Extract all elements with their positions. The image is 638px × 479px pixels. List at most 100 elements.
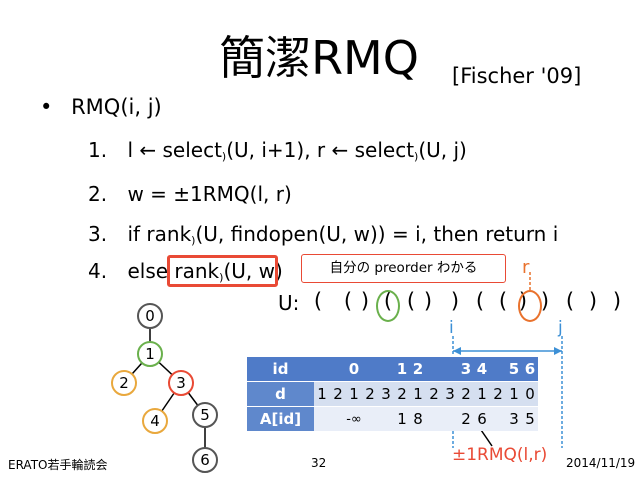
table-cell xyxy=(362,406,378,431)
row-header: id xyxy=(247,356,314,382)
paren-char: ( xyxy=(475,289,485,313)
paren-char: ) xyxy=(423,289,433,313)
table-cell: 3 xyxy=(506,406,522,431)
table-cell: 8 xyxy=(410,406,426,431)
table-cell: 2 xyxy=(362,381,378,407)
table-cell: 1 xyxy=(394,406,410,431)
rmq-annotation: ±1RMQ(l,r) xyxy=(452,445,548,465)
step-text: (U, i+1), r ← select xyxy=(226,138,415,162)
table-cell: 2 xyxy=(458,381,474,407)
table-cell: 1 xyxy=(474,381,490,407)
paren-highlight-green xyxy=(376,290,400,322)
table-cell: 2 xyxy=(394,381,410,407)
table-cell: 2 xyxy=(426,381,442,407)
step-4: 4. else rank)(U, w) xyxy=(88,259,283,284)
table-cell xyxy=(490,406,506,431)
step-text: l ← select xyxy=(127,138,222,162)
table-cell: -∞ xyxy=(346,406,362,431)
table-cell xyxy=(330,406,346,431)
paren-char: ( xyxy=(498,289,508,313)
paren-char: ) xyxy=(588,289,598,313)
tree-node: 4 xyxy=(142,408,168,434)
paren-char: ) xyxy=(360,289,370,313)
paren-highlight-orange xyxy=(518,290,542,322)
step-sub: ) xyxy=(219,271,224,284)
table-cell: 4 xyxy=(474,356,490,382)
r-label: r xyxy=(522,257,530,278)
table-cell xyxy=(490,356,506,382)
tree-node: 3 xyxy=(168,370,194,396)
step-sub: ) xyxy=(414,150,419,163)
step-text: else xyxy=(127,259,175,283)
table-cell: 0 xyxy=(346,356,362,382)
paren-char: ) xyxy=(450,289,460,313)
table-cell: 0 xyxy=(522,381,538,407)
bullet-text: RMQ(i, j) xyxy=(71,95,162,119)
table-cell: 1 xyxy=(410,381,426,407)
citation: [Fischer '09] xyxy=(452,64,582,88)
rank-highlight-box xyxy=(167,255,278,287)
tree-node: 5 xyxy=(192,402,218,428)
tree-node: 6 xyxy=(192,447,218,473)
table-cell: 5 xyxy=(506,356,522,382)
step-text: (U, w) xyxy=(223,259,283,283)
bullet-item: • RMQ(i, j) xyxy=(40,95,162,119)
step-text: rank xyxy=(174,259,220,283)
table-cell xyxy=(330,356,346,382)
table-cell: 1 xyxy=(346,381,362,407)
tree-node: 1 xyxy=(137,341,163,367)
table-cell: 6 xyxy=(522,356,538,382)
step-text: (U, j) xyxy=(418,138,467,162)
step-text: (U, findopen(U, w)) = i, then return i xyxy=(195,222,559,246)
step-number: 4. xyxy=(88,259,108,283)
table-cell xyxy=(442,356,458,382)
table-cell: 1 xyxy=(394,356,410,382)
table-cell xyxy=(314,356,330,382)
paren-char: ( xyxy=(565,289,575,313)
table-cell: 2 xyxy=(458,406,474,431)
i-label: i xyxy=(449,318,454,338)
paren-char: ( xyxy=(343,289,353,313)
slide-title: 簡潔RMQ xyxy=(219,31,419,85)
row-header: A[id] xyxy=(247,406,314,431)
page-number: 32 xyxy=(311,456,327,470)
table-cell xyxy=(442,406,458,431)
table-cell: 2 xyxy=(490,381,506,407)
bullet-dot: • xyxy=(40,95,53,119)
footer-left: ERATO若手輪読会 xyxy=(8,458,108,472)
table-cell: 3 xyxy=(458,356,474,382)
paren-char: ) xyxy=(540,289,550,313)
table-cell: 3 xyxy=(442,381,458,407)
table-cell: 3 xyxy=(378,381,394,407)
paren-char: ) xyxy=(612,289,622,313)
table-cell xyxy=(314,406,330,431)
step-number: 1. xyxy=(88,138,108,162)
step-1: 1. l ← select)(U, i+1), r ← select)(U, j… xyxy=(88,138,467,163)
step-text: w = ±1RMQ(l, r) xyxy=(127,182,292,206)
step-number: 3. xyxy=(88,222,108,246)
table-cell xyxy=(378,406,394,431)
table-cell xyxy=(426,356,442,382)
table-cell: 2 xyxy=(410,356,426,382)
table-cell: 1 xyxy=(506,381,522,407)
step-3: 3. if rank)(U, findopen(U, w)) = i, then… xyxy=(88,222,558,247)
table-cell xyxy=(362,356,378,382)
footer-date: 2014/11/19 xyxy=(566,456,636,470)
table-cell: 6 xyxy=(474,406,490,431)
paren-char: ( xyxy=(313,289,323,313)
table-cell: 5 xyxy=(522,406,538,431)
tree-node: 2 xyxy=(111,370,137,396)
tree-node: 0 xyxy=(137,303,163,329)
paren-char: ( xyxy=(406,289,416,313)
row-header: d xyxy=(247,381,314,407)
step-sub: ) xyxy=(221,150,227,163)
step-sub: ) xyxy=(191,234,196,247)
step-2: 2. w = ±1RMQ(l, r) xyxy=(88,182,292,206)
table-cell: 2 xyxy=(330,381,346,407)
table-cell xyxy=(378,356,394,382)
table-cell: 1 xyxy=(314,381,330,407)
step-number: 2. xyxy=(88,182,108,206)
j-label: j xyxy=(558,318,563,338)
step-text: if rank xyxy=(127,222,192,246)
